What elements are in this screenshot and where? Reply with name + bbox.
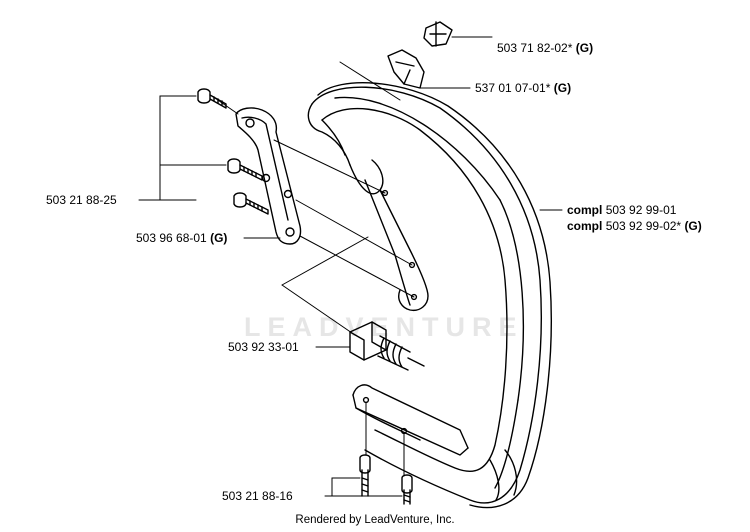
screws-503-21-88-16 [359,454,413,505]
callout-503-21-88-16: 503 21 88-16 [222,489,293,503]
callout-537-01-07-01: 537 01 07-01* (G) [475,81,572,95]
callout-503-21-88-25: 503 21 88-25 [46,193,117,207]
callout-503-71-82-02: 503 71 82-02* (G) [497,41,594,55]
callout-compl-503-92-99-02: compl 503 92 99-02* (G) [567,219,702,233]
rendered-by-credit: Rendered by LeadVenture, Inc. [295,514,455,526]
front-handle-drawing [307,82,552,509]
callout-compl-503-92-99-01: compl 503 92 99-01 [567,203,677,217]
side-bracket-drawing [235,107,302,245]
spring-assembly-drawing [349,321,425,371]
top-clip-parts-drawing [387,21,453,89]
leader-lines [138,36,563,497]
callout-503-92-33-01: 503 92 33-01 [228,340,299,354]
callout-503-96-68-01: 503 96 68-01 (G) [136,231,228,245]
assembly-guide-lines [211,61,415,477]
screws-503-21-88-25 [197,88,269,215]
